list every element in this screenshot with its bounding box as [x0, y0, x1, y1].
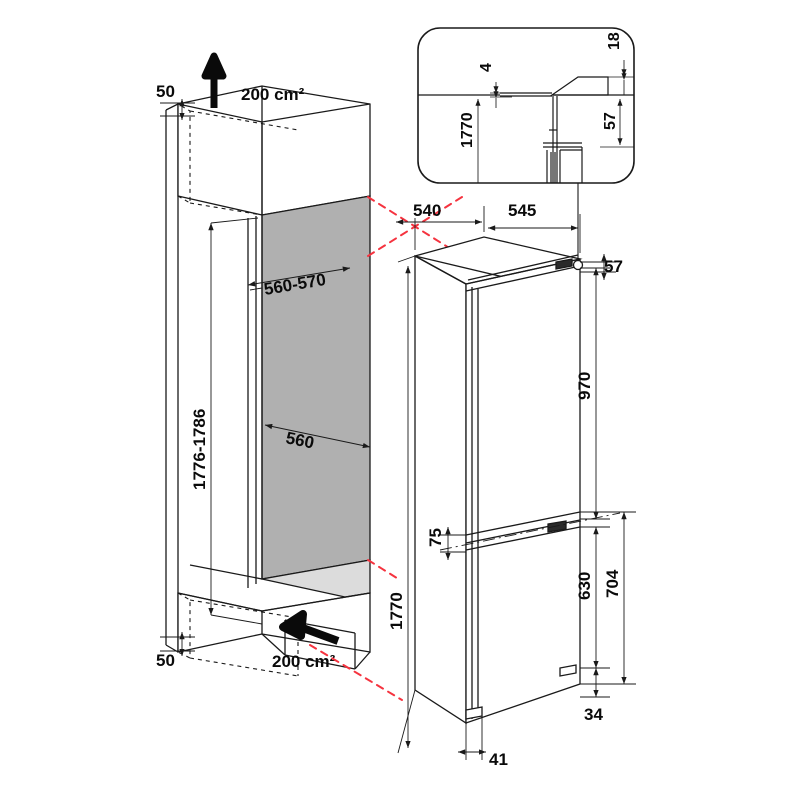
appliance-mid-hinge: [547, 520, 567, 533]
dim-callout-top-clearance: 57: [602, 112, 619, 130]
appliance-top-hinge: [555, 258, 573, 270]
appliance-hinge-pin: [572, 259, 584, 271]
dim-plinth-height: 34: [584, 705, 603, 724]
ventilation-top: [201, 52, 227, 108]
dim-niche-height: 1776-1786: [190, 409, 209, 490]
dim-freezer-compartment: 704: [603, 569, 622, 598]
appliance-dimensions: [396, 206, 636, 760]
dim-fridge-door-height: 970: [575, 372, 594, 400]
dim-top-depth-rear: 540: [413, 201, 441, 220]
dim-callout-panel-thickness: 4: [478, 63, 495, 72]
appliance-door-edges: [471, 287, 479, 719]
niche-inner-left-wall: [247, 215, 263, 588]
dim-hinge-offset: 57: [604, 257, 623, 276]
dim-total-height: 1770: [387, 592, 406, 630]
appliance-foot-front: [559, 664, 577, 677]
dim-top-depth-front: 545: [508, 201, 536, 220]
dim-callout-worktop-overhang: 18: [606, 32, 623, 50]
dim-cabinet-top-gap: 50: [156, 82, 175, 101]
detail-callout-box: 1770 4 18 57: [417, 27, 635, 184]
appliance-centre-line: [439, 512, 621, 551]
align-line-bottom-cross: [309, 644, 403, 701]
niche-back-panel: [261, 195, 371, 580]
cabinet-group: [165, 85, 371, 677]
cabinet-upper-box: [177, 85, 371, 216]
dim-door-gap: 75: [426, 528, 445, 547]
dim-callout-niche-height: 1770: [459, 112, 476, 148]
cabinet-left-wall: [165, 103, 179, 653]
dim-freezer-door-height: 630: [575, 572, 594, 600]
ventilation-bottom: [279, 610, 340, 645]
callout-frame: [417, 27, 635, 184]
vent-top-label: 200 cm²: [241, 85, 305, 104]
appliance-group: [414, 236, 621, 725]
vent-bottom-label: 200 cm²: [272, 652, 336, 671]
appliance-left-face: [414, 254, 467, 725]
align-line-bottom: [367, 559, 401, 581]
dim-foot-offset: 41: [489, 750, 508, 769]
appliance-front-face: [465, 258, 581, 724]
dim-cabinet-bottom-gap: 50: [156, 651, 175, 670]
cabinet-dimensions: [160, 99, 371, 656]
